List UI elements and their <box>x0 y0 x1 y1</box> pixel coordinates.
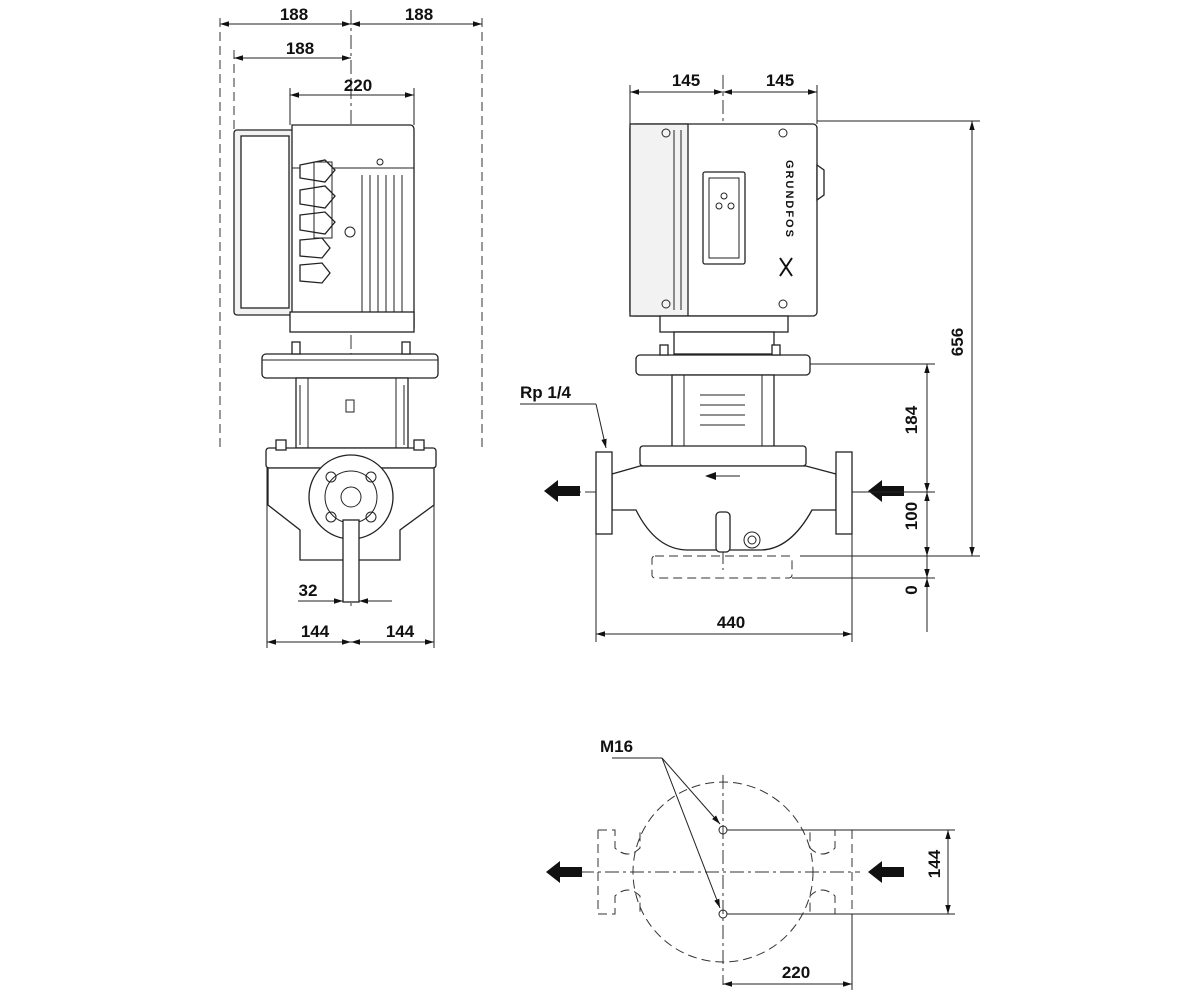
rotation-icon <box>344 226 356 238</box>
dim-top-right: 188 <box>405 5 433 24</box>
dim-front-left: 145 <box>672 71 700 90</box>
flow-arrow-icon <box>546 861 904 883</box>
dim-top-left: 188 <box>280 5 308 24</box>
cooling-fins <box>361 175 403 320</box>
dim-base-left: 144 <box>301 622 330 641</box>
label-bolt-thread: M16 <box>600 737 633 756</box>
dim-base-right: 144 <box>386 622 415 641</box>
dim-motor-width: 220 <box>344 76 372 95</box>
flow-arrow-icon <box>544 480 904 502</box>
dim-height-port: 100 <box>902 502 921 530</box>
dim-height-zero: 0 <box>902 585 921 594</box>
label-vent-port: Rp 1/4 <box>520 383 572 402</box>
dim-bolt-offset: 220 <box>782 963 810 982</box>
dim-port-length: 440 <box>717 613 745 632</box>
dimension-lines <box>220 21 980 990</box>
side-view <box>219 10 483 648</box>
brand-text: GRUNDFOS <box>783 160 795 239</box>
grundfos-logo-icon <box>779 257 793 277</box>
dim-motor-offset: 188 <box>286 39 314 58</box>
dim-shaft: 32 <box>299 581 318 600</box>
top-view <box>546 757 904 985</box>
dim-front-right: 145 <box>766 71 794 90</box>
cable-glands <box>299 159 336 284</box>
front-view: GRUNDFOS <box>544 75 905 579</box>
dim-height-flange: 184 <box>902 405 921 434</box>
dim-bolt-spacing: 144 <box>925 849 944 878</box>
dimension-labels: 188 188 188 220 32 144 144 145 145 656 1… <box>280 5 967 982</box>
dim-height-total: 656 <box>948 328 967 356</box>
